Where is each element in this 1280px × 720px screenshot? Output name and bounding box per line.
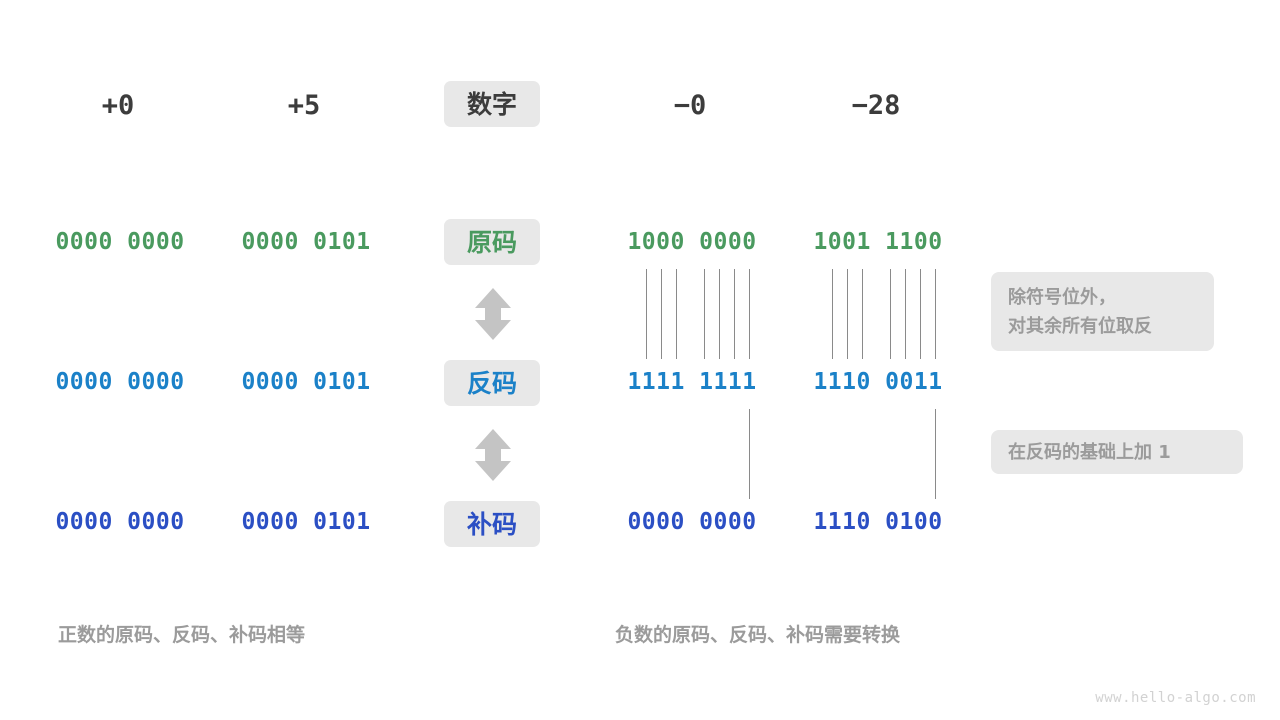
row-label-sign-mag: 原码 — [444, 219, 540, 265]
invert-connector-tick — [920, 269, 921, 359]
row-label-number: 数字 — [444, 81, 540, 127]
carry-connector-tick — [935, 409, 936, 499]
column-header-neg-28: −28 — [851, 89, 901, 121]
column-header-pos-five: +5 — [287, 89, 321, 121]
invert-connector-tick — [646, 269, 647, 359]
note-add-one-line-1: 在反码的基础上加 1 — [1008, 441, 1171, 463]
invert-connector-tick — [890, 269, 891, 359]
invert-connector-tick — [905, 269, 906, 359]
row-label-twos-comp: 补码 — [444, 501, 540, 547]
invert-connector-tick — [661, 269, 662, 359]
carry-connector-tick — [749, 409, 750, 499]
invert-connector-tick — [832, 269, 833, 359]
sign-mag-neg-zero: 1000 0000 — [627, 229, 757, 255]
column-header-pos-zero: +0 — [101, 89, 135, 121]
caption-positive: 正数的原码、反码、补码相等 — [58, 624, 306, 646]
invert-connector-tick — [749, 269, 750, 359]
sign-mag-neg-28: 1001 1100 — [813, 229, 943, 255]
caption-negative: 负数的原码、反码、补码需要转换 — [615, 624, 901, 646]
row-label-ones-comp: 反码 — [444, 360, 540, 406]
site-watermark: www.hello-algo.com — [1095, 690, 1256, 706]
column-header-neg-zero: −0 — [673, 89, 707, 121]
sign-mag-pos-zero: 0000 0000 — [55, 229, 185, 255]
note-invert-bits-line-2: 对其余所有位取反 — [1008, 315, 1152, 337]
invert-connector-tick — [734, 269, 735, 359]
invert-connector-tick — [847, 269, 848, 359]
note-invert-bits-line-1: 除符号位外， — [1008, 286, 1116, 308]
ones-comp-pos-zero: 0000 0000 — [55, 369, 185, 395]
invert-connector-tick — [704, 269, 705, 359]
invert-connector-tick — [862, 269, 863, 359]
note-invert-bits: 除符号位外， 对其余所有位取反 — [991, 272, 1214, 351]
twos-comp-neg-zero: 0000 0000 — [627, 509, 757, 535]
twos-comp-pos-zero: 0000 0000 — [55, 509, 185, 535]
double-arrow-up-down-icon — [471, 286, 515, 342]
invert-connector-tick — [719, 269, 720, 359]
note-add-one: 在反码的基础上加 1 — [991, 430, 1243, 474]
ones-comp-neg-28: 1110 0011 — [813, 369, 943, 395]
invert-connector-tick — [676, 269, 677, 359]
invert-connector-tick — [935, 269, 936, 359]
twos-comp-pos-five: 0000 0101 — [241, 509, 371, 535]
double-arrow-up-down-icon — [471, 427, 515, 483]
ones-comp-pos-five: 0000 0101 — [241, 369, 371, 395]
twos-comp-neg-28: 1110 0100 — [813, 509, 943, 535]
ones-comp-neg-zero: 1111 1111 — [627, 369, 757, 395]
sign-mag-pos-five: 0000 0101 — [241, 229, 371, 255]
